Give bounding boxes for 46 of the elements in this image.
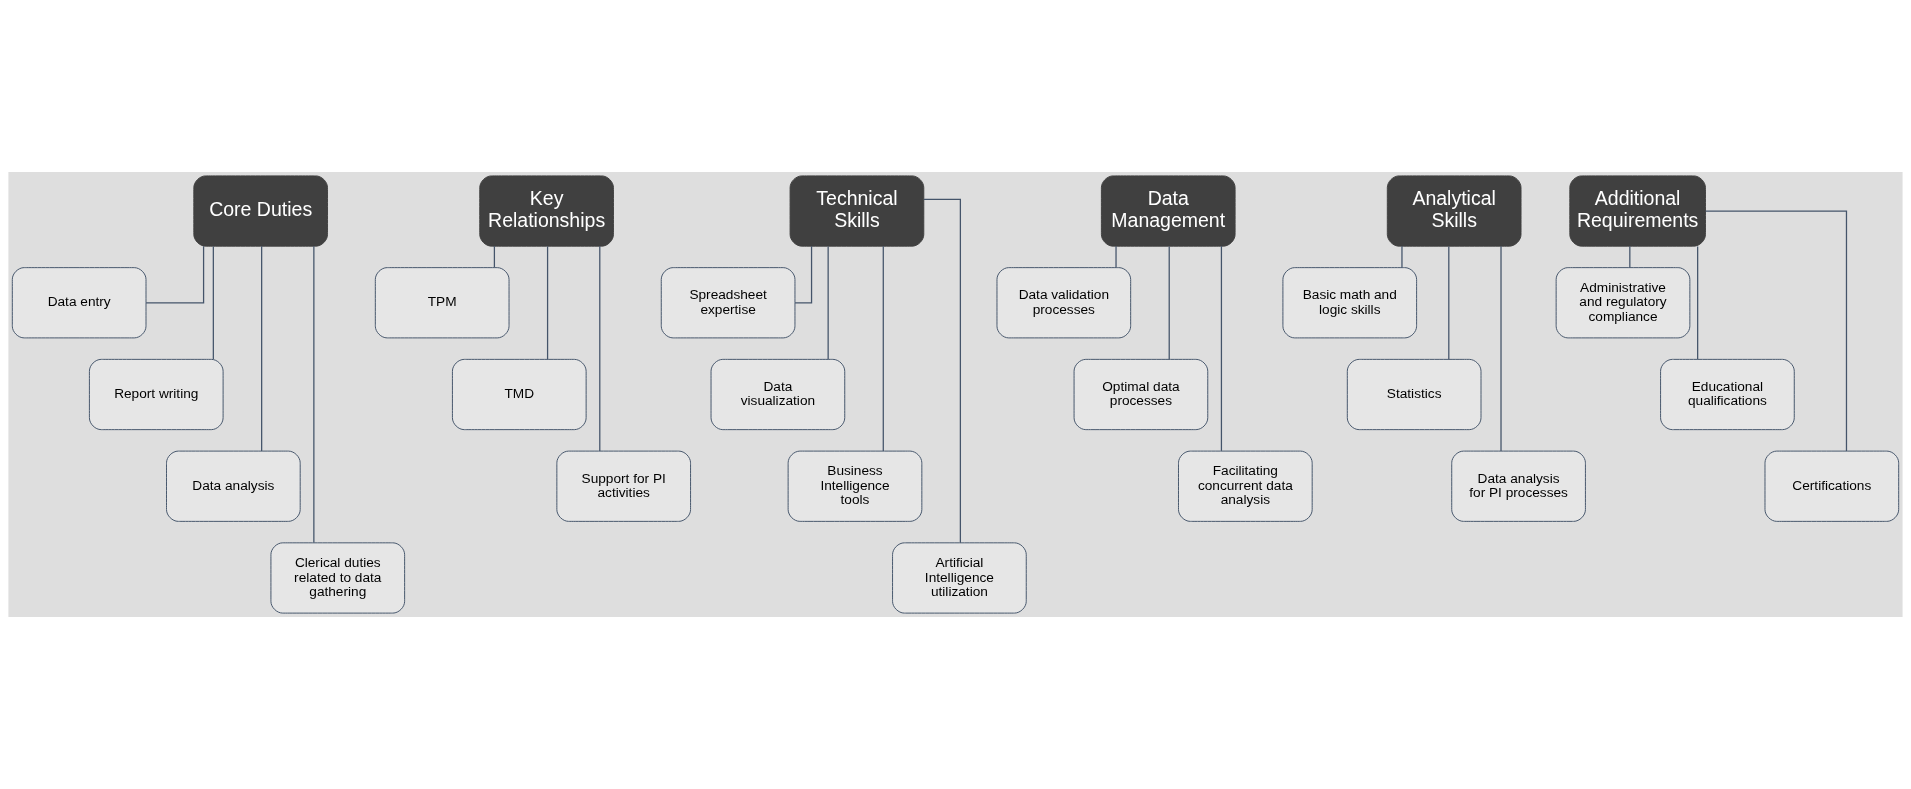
connector <box>1500 245 1502 452</box>
node-box: Data visualization <box>710 358 846 431</box>
connector <box>1629 245 1631 269</box>
node-box: Technical Skills <box>789 175 925 247</box>
connector <box>1697 245 1699 360</box>
connector <box>1115 245 1117 269</box>
connector <box>546 245 549 360</box>
node-box: Optimal data processes <box>1073 358 1209 431</box>
node-box: Statistics <box>1346 358 1482 431</box>
node-box: Additional Requirements <box>1569 175 1706 247</box>
node-box: Artificial Intelligence utilization <box>892 542 1027 614</box>
node-box: Basic math and logic skills <box>1282 267 1418 339</box>
connector <box>493 245 496 269</box>
node-box: Support for PI activities <box>556 450 692 522</box>
node-box: Analytical Skills <box>1386 175 1522 247</box>
node-box: Clerical duties related to data gathering <box>270 542 406 614</box>
connector <box>923 198 961 544</box>
connector <box>882 245 884 452</box>
connector <box>145 245 205 304</box>
connector <box>1220 245 1223 452</box>
connector <box>794 245 813 304</box>
connector <box>212 245 214 360</box>
node-box: Educational qualifications <box>1660 358 1795 431</box>
connector <box>313 245 315 544</box>
connector <box>1401 245 1403 269</box>
connector <box>1705 210 1848 452</box>
node-box: Business Intelligence tools <box>787 450 923 522</box>
node-box: Data analysis <box>166 450 301 522</box>
node-box: Data Management <box>1100 175 1236 247</box>
node-box: Data entry <box>11 267 147 339</box>
node-box: Certifications <box>1764 450 1900 522</box>
node-box: Facilitating concurrent data analysis <box>1178 450 1313 522</box>
node-box: Key Relationships <box>479 175 614 247</box>
connector <box>1168 245 1170 360</box>
node-box: Data analysis for PI processes <box>1451 450 1586 522</box>
node-box: TPM <box>374 267 510 339</box>
node-box: Administrative and regulatory compliance <box>1555 267 1691 339</box>
node-box: Core Duties <box>193 175 328 247</box>
node-box: TMD <box>451 358 587 431</box>
connector <box>261 245 263 452</box>
node-box: Report writing <box>88 358 224 431</box>
node-box: Data validation processes <box>996 267 1132 339</box>
connector <box>599 245 601 452</box>
node-box: Spreadsheet expertise <box>660 267 796 339</box>
connector <box>827 245 829 360</box>
connector <box>1448 245 1450 360</box>
